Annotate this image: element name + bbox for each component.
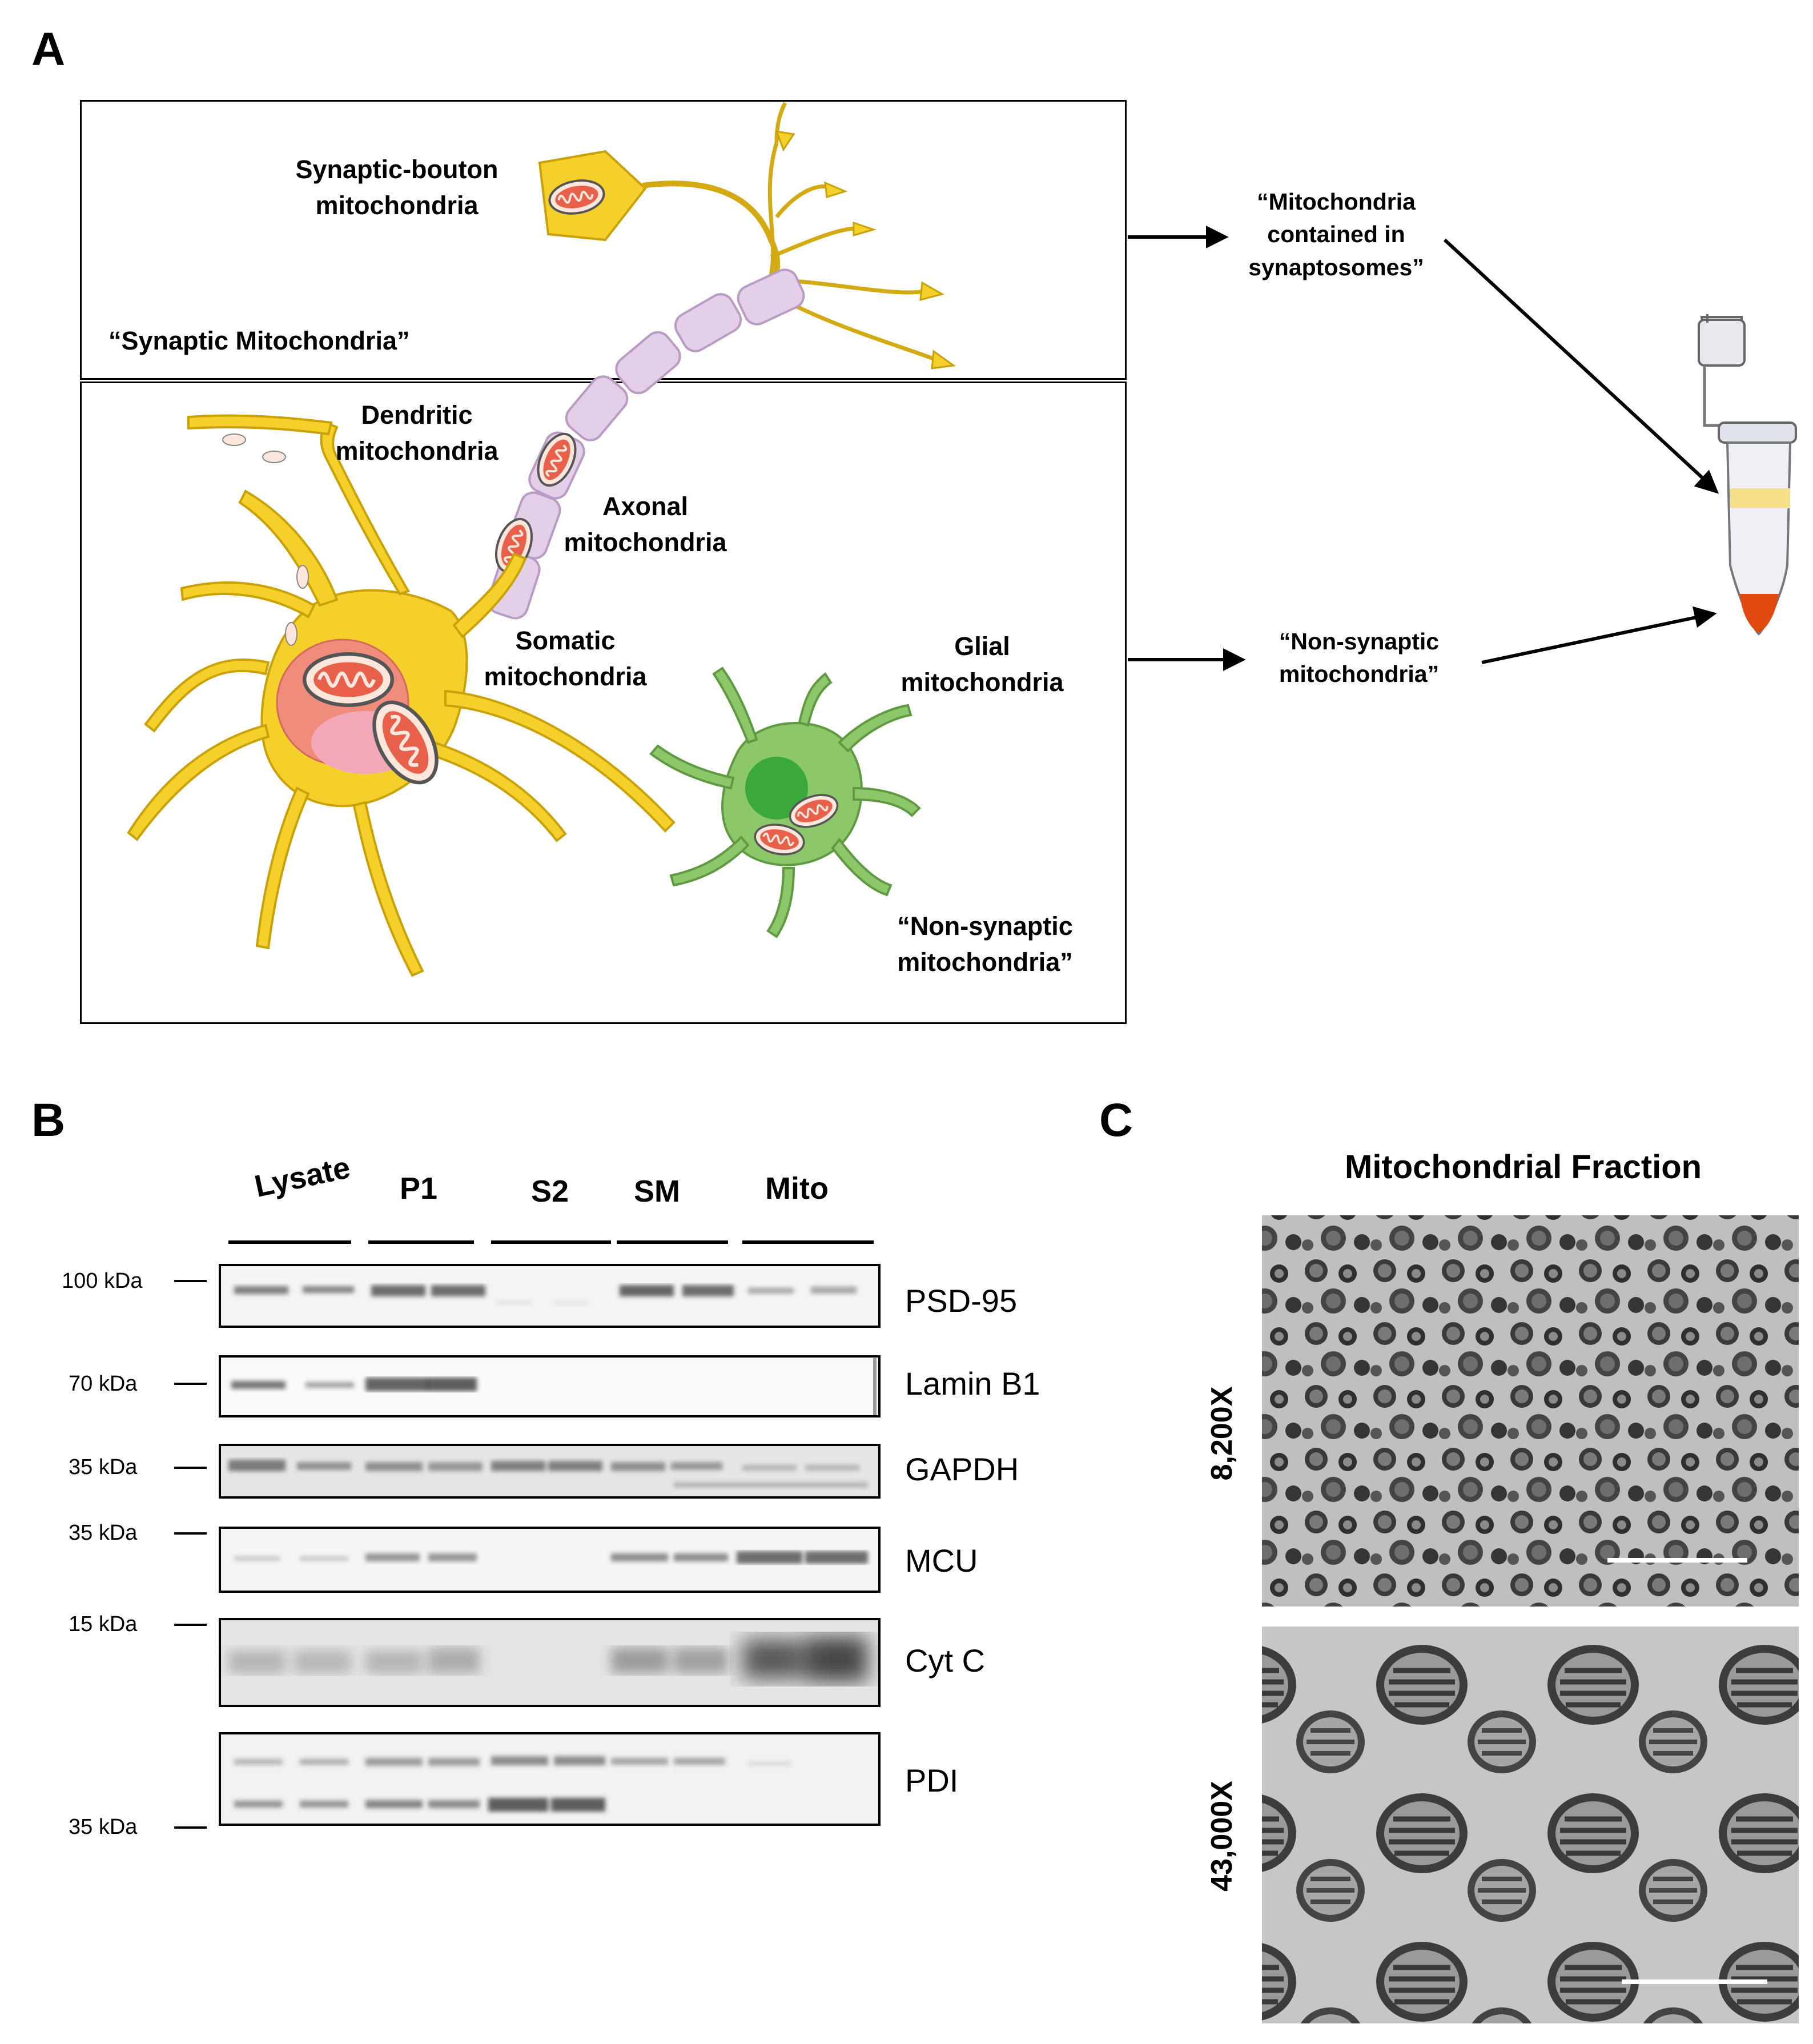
panel-b-letter: B	[31, 1094, 66, 1146]
blot-psd95	[219, 1264, 881, 1328]
marker-label: 35 kDa	[69, 1815, 138, 1839]
lane-header-sm: SM	[634, 1174, 680, 1208]
label-contained-synaptosomes: “Mitochondria contained in synaptosomes”	[1248, 188, 1424, 280]
blot-pdi	[219, 1732, 881, 1826]
protein-label: PSD-95	[905, 1283, 1018, 1319]
marker-label: 15 kDa	[69, 1612, 138, 1636]
label-dendritic: Dendritic mitochondria	[335, 400, 499, 465]
em-image-43000x	[1262, 1627, 1799, 2023]
label-somatic: Somatic mitochondria	[484, 626, 647, 691]
lane-header-mito: Mito	[765, 1171, 829, 1206]
blot-cytc	[219, 1618, 881, 1707]
magnification-label: 43,000X	[1205, 1781, 1239, 1892]
centrifuge-tube-icon	[1698, 314, 1797, 636]
blot-laminb1	[219, 1355, 881, 1417]
protein-label: Cyt C	[905, 1643, 985, 1678]
protein-label: Lamin B1	[905, 1366, 1040, 1402]
protein-label: GAPDH	[905, 1451, 1019, 1487]
lane-header-lysate: Lysate	[251, 1150, 353, 1204]
marker-label: 70 kDa	[69, 1372, 138, 1396]
neuron-diagram	[127, 102, 1797, 977]
protein-label: MCU	[905, 1543, 978, 1579]
blot-mcu	[219, 1527, 881, 1593]
marker-label: 35 kDa	[69, 1521, 138, 1545]
lane-header-p1: P1	[400, 1171, 438, 1206]
marker-label: 35 kDa	[69, 1455, 138, 1479]
blot-gapdh	[219, 1444, 881, 1499]
label-nonsynaptic-box: “Non-synaptic mitochondria”	[897, 911, 1073, 977]
label-glial: Glial mitochondria	[901, 632, 1064, 697]
panel-c-letter: C	[1099, 1094, 1133, 1146]
panel-a-letter: A	[31, 23, 66, 75]
label-nonsynaptic-right: “Non-synaptic mitochondria”	[1279, 628, 1440, 688]
magnification-label: 8,200X	[1205, 1386, 1239, 1481]
em-title: Mitochondrial Fraction	[1345, 1149, 1702, 1186]
label-axonal: Axonal mitochondria	[564, 492, 727, 557]
protein-label: PDI	[905, 1762, 959, 1798]
marker-label: 100 kDa	[62, 1269, 143, 1293]
em-image-8200x	[1262, 1215, 1799, 1607]
label-synaptic-mito-quote: “Synaptic Mitochondria”	[108, 326, 410, 355]
lane-header-s2: S2	[531, 1174, 569, 1208]
label-synaptic-bouton: Synaptic-bouton mitochondria	[295, 155, 499, 220]
